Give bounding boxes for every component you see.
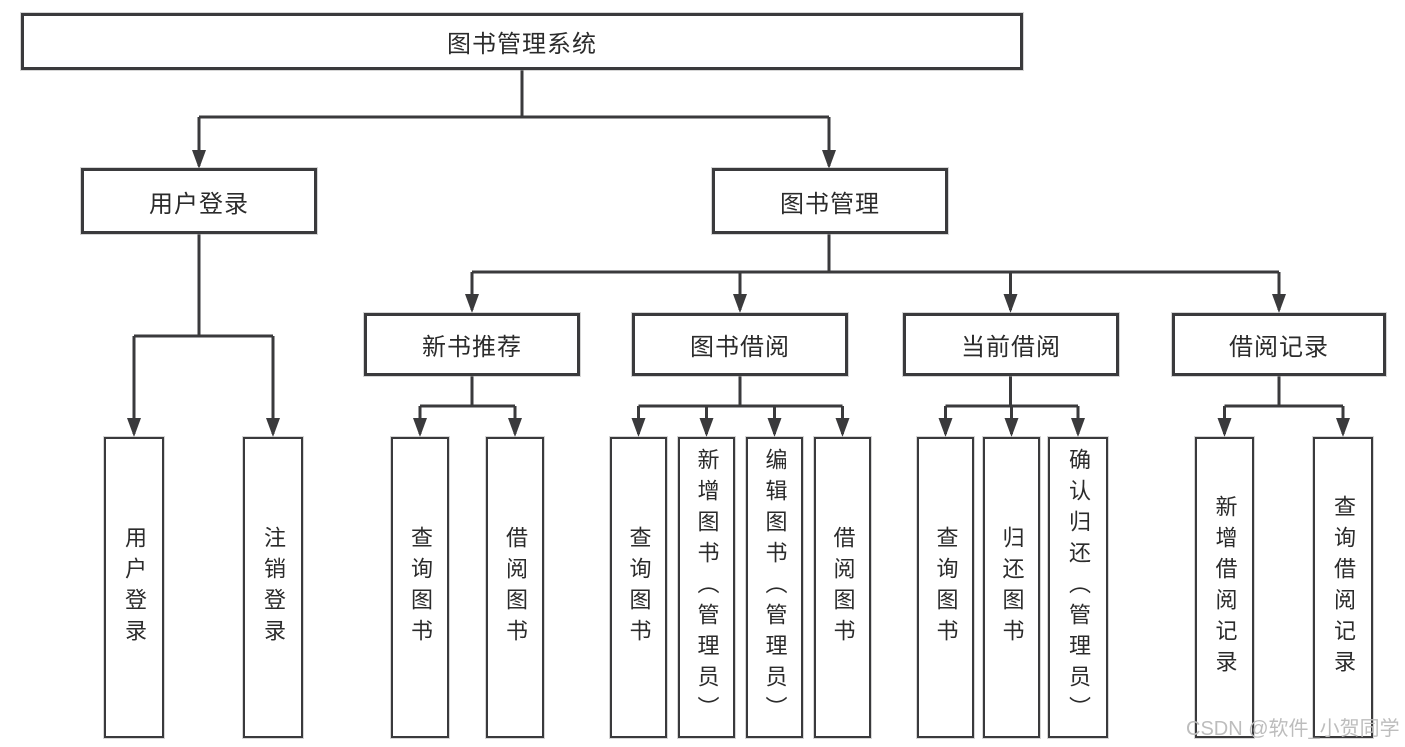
- node-cb-confirm-return-admin: 确认归还（管理员）: [1048, 437, 1108, 738]
- node-cb-query-books: 查询图书: [917, 437, 974, 738]
- node-br-query-record: 查询借阅记录: [1313, 437, 1373, 738]
- node-cb-return-books: 归还图书: [983, 437, 1040, 738]
- node-new-book-recommend: 新书推荐: [364, 313, 580, 376]
- watermark: CSDN @软件_小贺同学: [1186, 718, 1400, 740]
- node-user-login-logout: 注销登录: [243, 437, 303, 738]
- node-br-add-record: 新增借阅记录: [1195, 437, 1254, 738]
- node-bb-query-books: 查询图书: [610, 437, 667, 738]
- node-book-borrow: 图书借阅: [632, 313, 848, 376]
- node-bb-edit-books-admin: 编辑图书（管理员）: [746, 437, 803, 738]
- node-root: 图书管理系统: [21, 13, 1023, 70]
- node-current-borrow: 当前借阅: [903, 313, 1119, 376]
- node-user-login: 用户登录: [81, 168, 317, 234]
- node-book-management: 图书管理: [712, 168, 948, 234]
- node-borrow-record: 借阅记录: [1172, 313, 1386, 376]
- node-nb-query-books: 查询图书: [391, 437, 449, 738]
- node-bb-add-books-admin: 新增图书（管理员）: [678, 437, 735, 738]
- node-user-login-login: 用户登录: [104, 437, 164, 738]
- node-bb-borrow-books: 借阅图书: [814, 437, 871, 738]
- node-nb-borrow-books: 借阅图书: [486, 437, 544, 738]
